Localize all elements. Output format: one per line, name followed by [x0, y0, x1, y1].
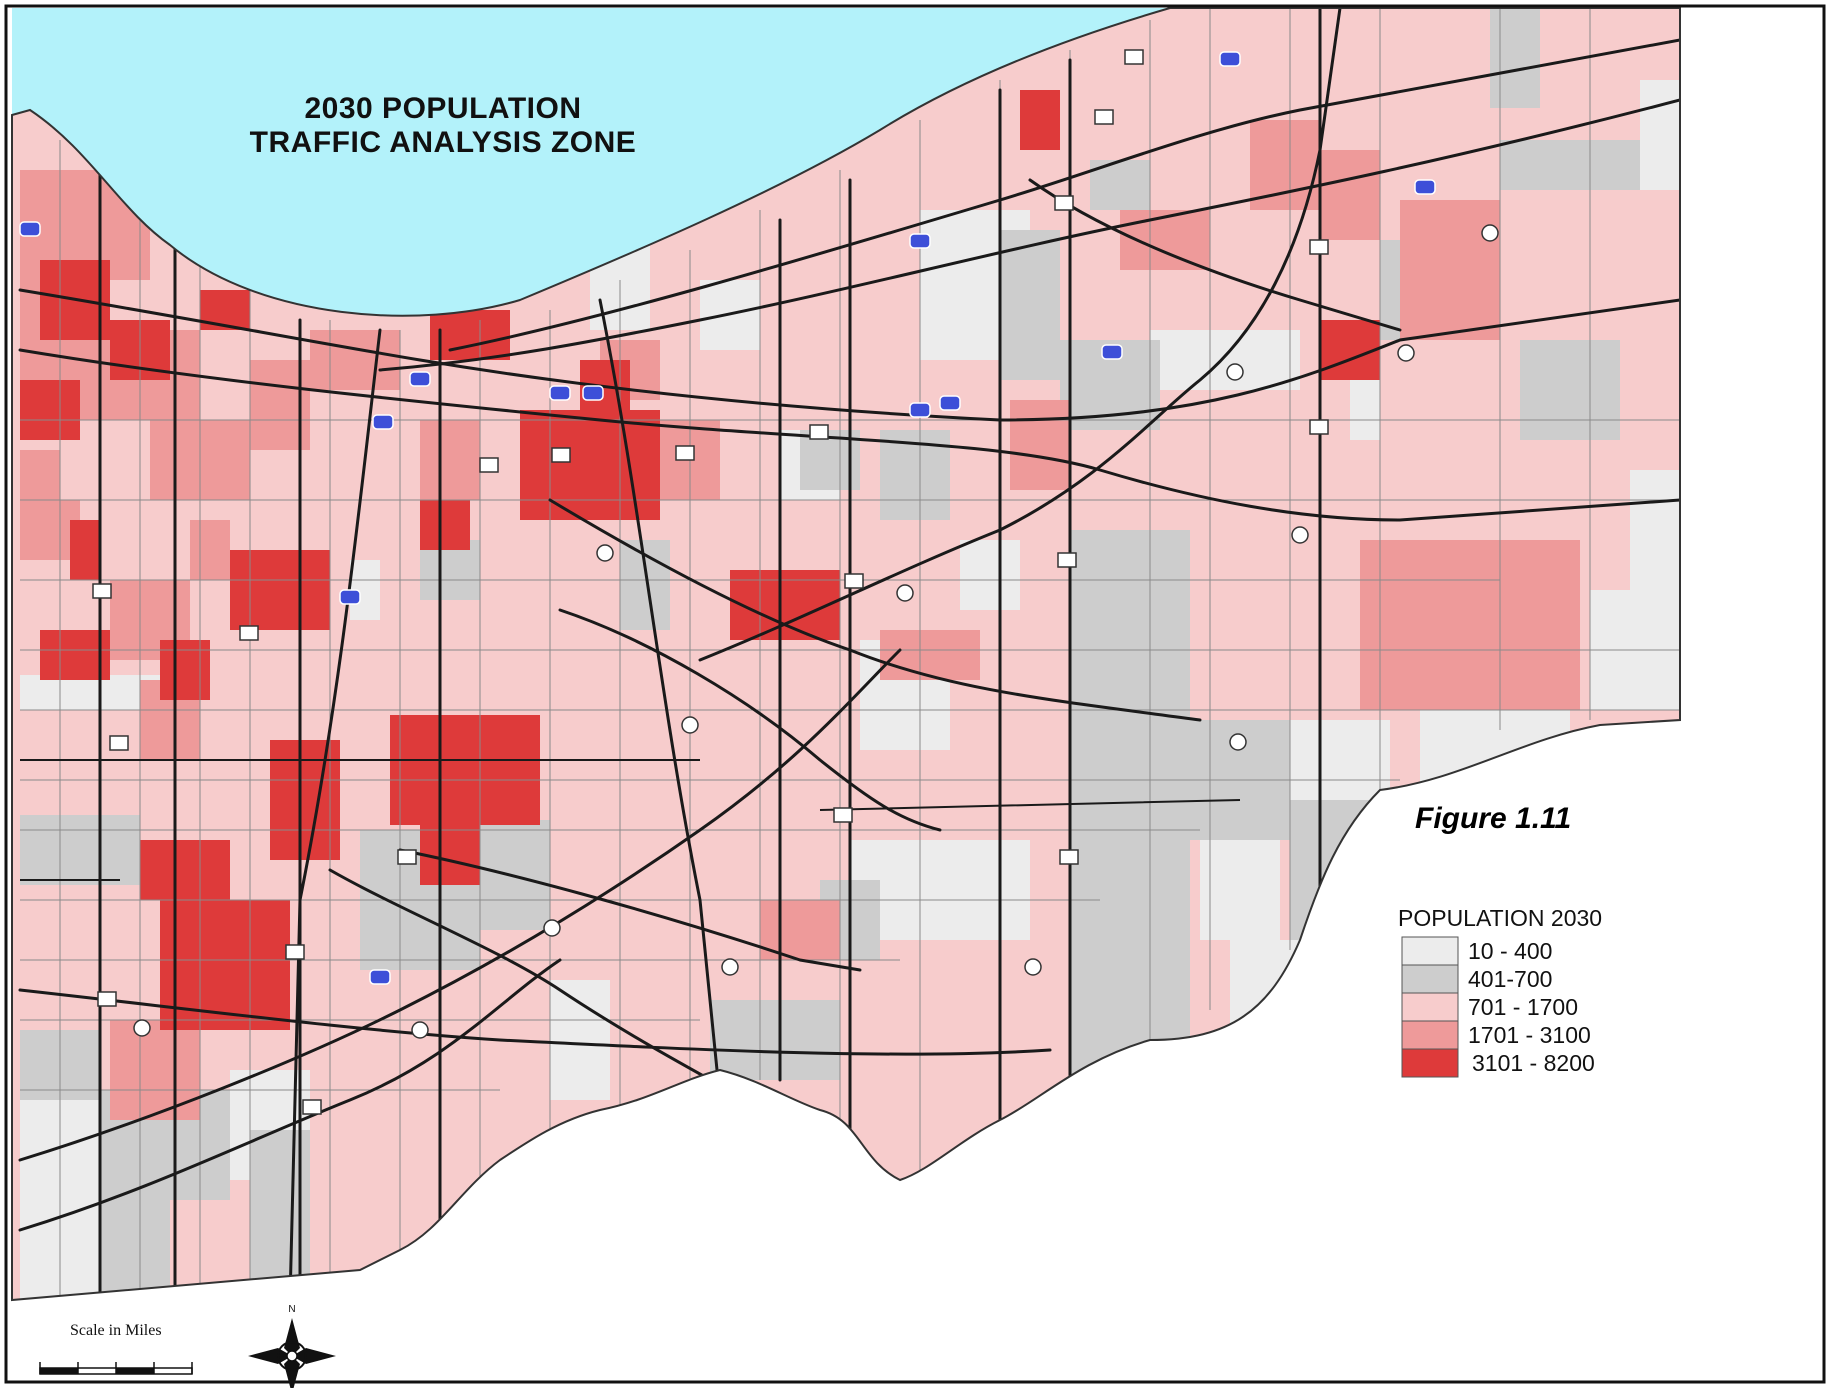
- legend-label: 3101 - 8200: [1472, 1050, 1595, 1076]
- interstate-shield-icon: [409, 371, 431, 387]
- interstate-shield-icon: [19, 221, 41, 237]
- interstate-shield-icon: [1414, 179, 1436, 195]
- state-route-marker-icon: [411, 1021, 429, 1039]
- us-route-marker-icon: [551, 447, 571, 463]
- legend-item: 1701 - 3100: [1401, 1020, 1591, 1050]
- compass-north-label: N: [288, 1304, 295, 1315]
- us-route-marker-icon: [1057, 552, 1077, 568]
- legend-swatch: [1401, 964, 1459, 994]
- interstate-shield-icon: [582, 385, 604, 401]
- interstate-shield-icon: [549, 385, 571, 401]
- us-route-marker-icon: [809, 424, 829, 440]
- state-route-marker-icon: [721, 958, 739, 976]
- us-route-marker-icon: [239, 625, 259, 641]
- interstate-shield-icon: [372, 414, 394, 430]
- figure-label: Figure 1.11: [1415, 802, 1571, 835]
- us-route-marker-icon: [1309, 419, 1329, 435]
- state-route-marker-icon: [1481, 224, 1499, 242]
- scale-bar-segment: [40, 1368, 78, 1374]
- legend: POPULATION 2030 10 - 400 401-700 701 - 1…: [1398, 905, 1602, 1078]
- zones: [18, 8, 1680, 1300]
- legend-item: 701 - 1700: [1401, 992, 1578, 1022]
- us-route-marker-icon: [92, 583, 112, 599]
- map-title-line-2: TRAFFIC ANALYSIS ZONE: [250, 126, 637, 159]
- state-route-marker-icon: [543, 919, 561, 937]
- map-title-line-1: 2030 POPULATION: [304, 92, 581, 125]
- us-route-marker-icon: [397, 849, 417, 865]
- state-route-marker-icon: [1229, 733, 1247, 751]
- us-route-marker-icon: [1059, 849, 1079, 865]
- highway-shields: [19, 49, 1499, 1115]
- us-route-marker-icon: [675, 445, 695, 461]
- us-route-marker-icon: [479, 457, 499, 473]
- us-route-marker-icon: [844, 573, 864, 589]
- scale-bar: Scale in Miles: [39, 1322, 193, 1375]
- us-route-marker-icon: [302, 1099, 322, 1115]
- us-route-marker-icon: [1054, 195, 1074, 211]
- us-route-marker-icon: [833, 807, 853, 823]
- state-route-marker-icon: [1397, 344, 1415, 362]
- state-route-marker-icon: [681, 716, 699, 734]
- scale-bar-label: Scale in Miles: [70, 1322, 162, 1339]
- legend-title: POPULATION 2030: [1398, 905, 1602, 931]
- map-border: [4, 4, 1826, 1384]
- state-route-marker-icon: [1226, 363, 1244, 381]
- legend-label: 701 - 1700: [1468, 994, 1578, 1020]
- scale-bar-segment: [116, 1368, 154, 1374]
- legend-item: 10 - 400: [1401, 936, 1552, 966]
- legend-label: 10 - 400: [1468, 938, 1552, 964]
- us-route-marker-icon: [1094, 109, 1114, 125]
- interstate-shield-icon: [1219, 51, 1241, 67]
- legend-item: 3101 - 8200: [1401, 1048, 1595, 1078]
- state-route-marker-icon: [1291, 526, 1309, 544]
- interstate-shield-icon: [939, 395, 961, 411]
- us-route-marker-icon: [1309, 239, 1329, 255]
- interstate-shield-icon: [909, 233, 931, 249]
- state-route-marker-icon: [596, 544, 614, 562]
- scale-bar-ticks: [39, 1362, 193, 1374]
- interstate-shield-icon: [339, 589, 361, 605]
- legend-swatch: [1401, 1048, 1459, 1078]
- legend-item: 401-700: [1401, 964, 1552, 994]
- lake-erie: [12, 8, 1170, 316]
- us-route-marker-icon: [285, 944, 305, 960]
- compass-rose-icon: N: [248, 1304, 336, 1388]
- state-route-marker-icon: [896, 584, 914, 602]
- interstate-shield-icon: [369, 969, 391, 985]
- state-route-marker-icon: [133, 1019, 151, 1037]
- interstate-shield-icon: [909, 402, 931, 418]
- state-route-marker-icon: [1024, 958, 1042, 976]
- legend-label: 1701 - 3100: [1468, 1022, 1591, 1048]
- interstate-shield-icon: [1101, 344, 1123, 360]
- legend-swatch: [1401, 936, 1459, 966]
- us-route-marker-icon: [97, 991, 117, 1007]
- county-outline: [11, 7, 1681, 1302]
- legend-swatch: [1401, 1020, 1459, 1050]
- us-route-marker-icon: [109, 735, 129, 751]
- legend-label: 401-700: [1468, 966, 1552, 992]
- legend-swatch: [1401, 992, 1459, 1022]
- us-route-marker-icon: [1124, 49, 1144, 65]
